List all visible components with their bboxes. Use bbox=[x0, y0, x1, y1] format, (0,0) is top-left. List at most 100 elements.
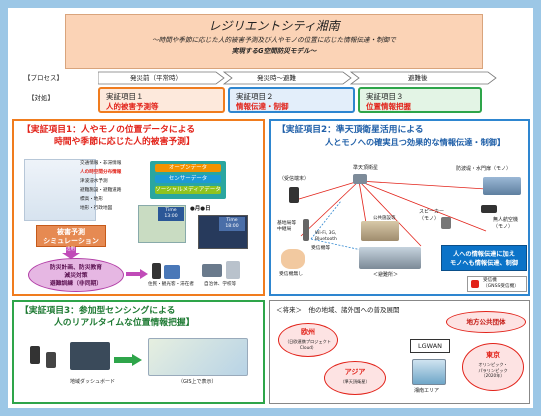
dashboard-screen bbox=[70, 342, 110, 370]
section-3-title-1: 【実証項目3：参加型センシングによる bbox=[20, 306, 176, 316]
evac-site-label: ＜避難所＞ bbox=[373, 272, 399, 278]
item-box-2-title: 実証項目２ bbox=[236, 92, 274, 101]
node-lgwan-name: LGWAN bbox=[417, 342, 443, 350]
header-subtitle-1: ～時間や季節に応じた人的被害予測及び人やモノの位置に応じた情報伝達・制御で bbox=[152, 36, 396, 44]
node-tokyo-name: 東京 bbox=[486, 351, 500, 359]
item-box-1-subtitle: 人的被害予測等 bbox=[106, 102, 159, 111]
phase-arrow-2 bbox=[222, 71, 352, 85]
section-2-panel: 【実証項目2：準天頂衛星活用による 人とモノへの確実且つ効果的な情報伝達・制御】… bbox=[269, 119, 530, 296]
header-title: レジリエントシティ湘南 bbox=[208, 19, 340, 33]
time-badge-day: Time 13:00 bbox=[158, 207, 184, 221]
item-box-2: 実証項目２ 情報伝達・制御 bbox=[228, 87, 355, 113]
people-icon bbox=[281, 249, 305, 269]
node-europe-detail: （日欧連携プロジェクト Cloud） bbox=[284, 339, 332, 350]
node-asia-name: アジア bbox=[344, 368, 366, 376]
phase-label-2: 発災時～避難 bbox=[257, 74, 296, 82]
section-1-title-2: 時間や季節に応じた人的被害予測】 bbox=[54, 137, 195, 147]
building-icon bbox=[226, 261, 240, 279]
arrow-label: 活用 bbox=[66, 247, 75, 252]
receiver-label: （受信端末） bbox=[279, 176, 310, 182]
node-lgwan: LGWAN bbox=[410, 339, 450, 353]
shonan-map bbox=[412, 359, 446, 385]
sensing-arrow bbox=[114, 354, 142, 366]
speaker-label: スピーカー （モノ） bbox=[419, 209, 445, 222]
phase-arrow-3 bbox=[349, 71, 497, 85]
layer-stack bbox=[24, 159, 96, 221]
section-3-title-2: 人のリアルタイムな位置情報把握】 bbox=[54, 318, 195, 328]
device-label-1: 住民・観光客・滞在者 bbox=[148, 282, 194, 287]
time-badge-night: Time 18:00 bbox=[219, 217, 245, 231]
callout-box: 人への情報伝達に加え モノへも情報伝達、制御 bbox=[441, 245, 527, 271]
section-2-title-2: 人とモノへの確実且つ効果的な情報伝達・制御】 bbox=[325, 137, 506, 147]
monitor-icon bbox=[202, 264, 222, 277]
layer-label-6: 地形・行政地図 bbox=[80, 206, 113, 211]
day-label: ●月●日 bbox=[190, 206, 211, 212]
simulation-box: 被害予測 シミュレーション bbox=[36, 225, 106, 247]
data-tag-social: ソーシャルメディアデータ bbox=[155, 186, 221, 194]
tower-icon bbox=[303, 219, 309, 241]
callout-text: 人への情報伝達に加え モノへも情報伝達、制御 bbox=[449, 251, 519, 267]
phase-label-1: 発災前（平常時） bbox=[130, 74, 182, 82]
layer-label-4: 避難施設・避難道路 bbox=[80, 188, 122, 193]
public-facility-label: 公共施設等 bbox=[373, 216, 396, 221]
item-box-2-subtitle: 情報伝達・制御 bbox=[236, 102, 289, 111]
item-box-1-title: 実証項目１ bbox=[106, 92, 144, 101]
receiver2-label: 受信機等 bbox=[311, 246, 331, 251]
data-tag-open: オープンデータ bbox=[155, 164, 221, 172]
countermeasure-text: 防災計画、防災教育 減災対策 避難訓練（非同期） bbox=[49, 265, 103, 287]
node-asia-detail: （準天頂衛星） bbox=[340, 379, 370, 384]
layer-label-1: 交通情報・非滞情報 bbox=[80, 161, 122, 166]
node-local-gov: 地方公共団体 bbox=[446, 311, 526, 333]
wifi-label: Wi-Fi, 3G, Bluetooth bbox=[315, 231, 337, 242]
item-box-1: 実証項目１ 人的被害予測等 bbox=[98, 87, 225, 113]
time-label-day: Time 13:00 bbox=[164, 208, 178, 219]
item-box-3-title: 実証項目３ bbox=[366, 92, 404, 101]
phase-arrow-1 bbox=[98, 71, 225, 85]
node-asia: アジア （準天頂衛星） bbox=[324, 361, 386, 395]
drone-label: 無人航空機 （モノ） bbox=[493, 217, 519, 230]
node-local-gov-name: 地方公共団体 bbox=[466, 318, 506, 326]
speaker-icon bbox=[441, 217, 451, 229]
dashboard-caption: 地域ダッシュボード bbox=[70, 379, 116, 385]
header-subtitle-2: 実現するG空間防災モデル～ bbox=[231, 47, 317, 55]
process-arrows bbox=[98, 71, 497, 85]
data-tag-sensor: センサーデータ bbox=[155, 175, 221, 183]
gis-map bbox=[148, 338, 248, 376]
station-label: 基地局等 中継局 bbox=[277, 221, 297, 232]
future-title: ＜将来＞ 他の地域、諸外国への普及展開 bbox=[276, 306, 400, 314]
legend-label: 受信機 （GNSS受信機） bbox=[483, 278, 519, 289]
time-label-night: Time 18:00 bbox=[225, 218, 239, 229]
section-2-title-1: 【実証項目2：準天頂衛星活用による bbox=[277, 125, 424, 135]
layer-label-2: 人の時空間分布情報 bbox=[80, 170, 122, 175]
gate-photo bbox=[483, 177, 521, 195]
item-box-3: 実証項目３ 位置情報把握 bbox=[358, 87, 482, 113]
legend-box bbox=[467, 276, 527, 292]
phone-icon-1 bbox=[30, 346, 40, 364]
legend-swatch bbox=[471, 280, 479, 288]
tablet-icon bbox=[164, 265, 180, 279]
satellite-label: 準天頂衛星 bbox=[353, 165, 379, 171]
slide: レジリエントシティ湘南 ～時間や季節に応じた人的被害予測及び人やモノの位置に応じ… bbox=[8, 8, 533, 408]
center-label: 湘南エリア bbox=[414, 388, 440, 394]
receiver3-label: 受信機無し bbox=[279, 272, 303, 277]
node-tokyo: 東京 オリンピック・ パラリンピック （2020年） bbox=[462, 343, 524, 391]
section-3-panel: 【実証項目3：参加型センシングによる 人のリアルタイムな位置情報把握】 地域ダッ… bbox=[12, 300, 265, 404]
facility-icon bbox=[361, 221, 399, 241]
down-arrow bbox=[62, 247, 80, 259]
item-box-3-subtitle: 位置情報把握 bbox=[366, 102, 411, 111]
gis-caption: （GIS上で表示） bbox=[178, 379, 217, 385]
process-row-label: 【プロセス】 bbox=[24, 74, 63, 82]
node-europe-name: 欧州 bbox=[301, 328, 315, 336]
layer-label-3: 津波浸水予測 bbox=[80, 179, 108, 184]
section-1-panel: 【実証項目1：人やモノの位置データによる 時間や季節に応じた人的被害予測】 交通… bbox=[12, 119, 265, 296]
node-tokyo-detail: オリンピック・ パラリンピック （2020年） bbox=[478, 362, 508, 378]
countermeasure-ellipse: 防災計画、防災教育 減災対策 避難訓練（非同期） bbox=[28, 258, 124, 292]
receiver-phone-icon bbox=[289, 187, 299, 203]
future-panel: ＜将来＞ 他の地域、諸外国への普及展開 欧州 （日欧連携プロジェクト Cloud… bbox=[269, 300, 530, 404]
phone-icon bbox=[152, 263, 161, 279]
evac-photo bbox=[359, 247, 421, 269]
satellite-icon bbox=[353, 174, 367, 184]
phone-icon-2 bbox=[46, 352, 56, 368]
gates-label: 防波堤・水門扉（モノ） bbox=[456, 166, 512, 172]
